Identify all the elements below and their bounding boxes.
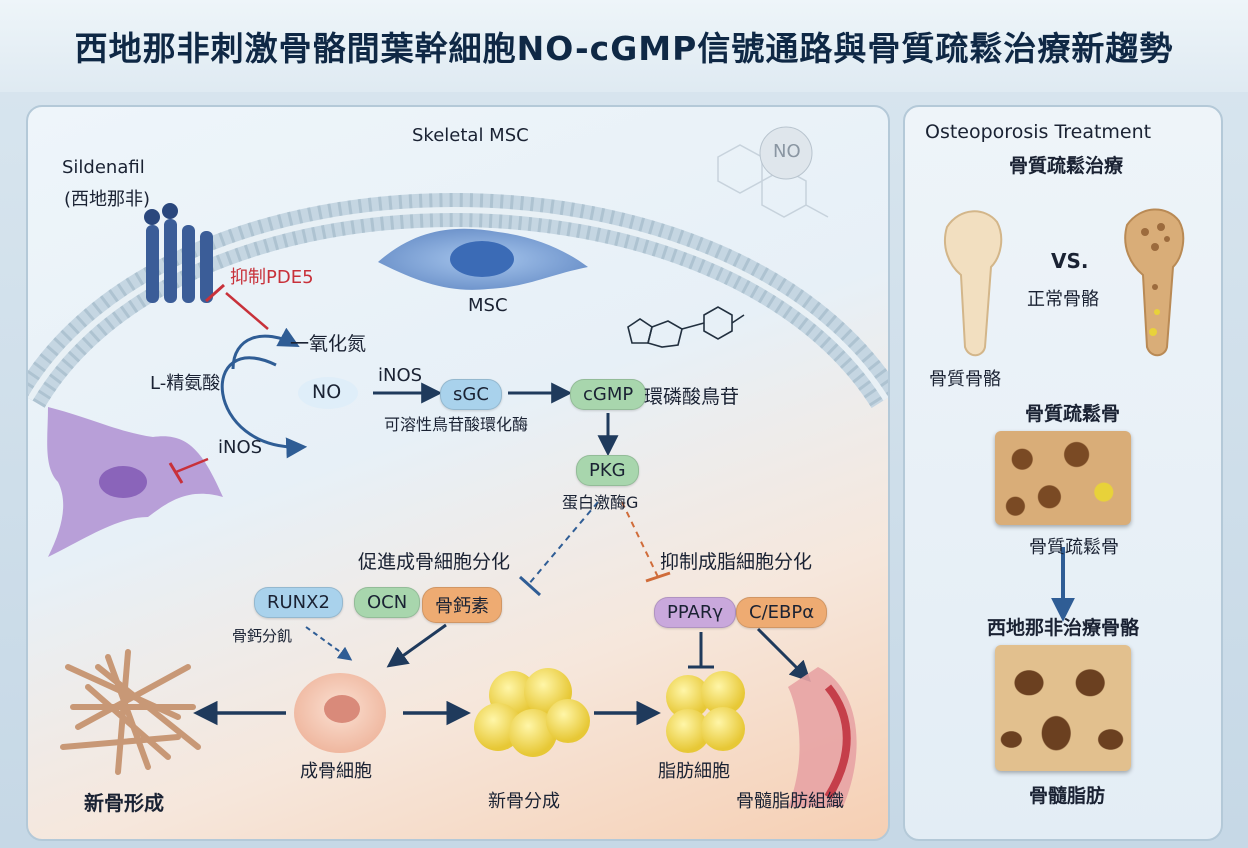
pde5-receptor-icon <box>144 203 213 303</box>
osteoporotic-bone-image <box>995 431 1131 525</box>
runx2-to-osteoblast <box>305 626 353 661</box>
bone-calcium-label: 骨鈣分飢 <box>232 627 293 645</box>
pkg-pill: PKG <box>576 455 639 486</box>
osteoblast-cell-icon <box>294 673 386 753</box>
main-panel: Skeletal MSC NO Sildenafil (西地那非) 抑制PDE5… <box>26 105 890 841</box>
cebp-pill: C/EBPα <box>736 597 828 628</box>
side-panel: Osteoporosis Treatment 骨質疏鬆治療 VS. 正常骨骼 骨… <box>903 105 1223 841</box>
fat-cluster-icon <box>474 668 590 757</box>
no-node-bg <box>298 377 358 409</box>
pkg-to-osteo-dashed <box>527 501 599 586</box>
inos-top-label: iNOS <box>378 365 423 386</box>
pkg-zh-label: 蛋白激酶G <box>562 493 639 512</box>
osteoporotic-bone-label: 骨質疏鬆骨 <box>1025 403 1121 425</box>
adipocyte-icon <box>666 671 745 753</box>
healthy-femur-icon <box>943 210 1003 357</box>
osteocalcin-to-osteoblast <box>386 623 447 668</box>
msc-label: MSC <box>468 295 508 316</box>
osteoblast-label: 成骨細胞 <box>300 761 372 782</box>
pkg-adipo-bar <box>645 571 671 583</box>
purple-cell-icon <box>47 407 224 557</box>
promote-osteo-label: 促進成骨細胞分化 <box>358 551 511 573</box>
pkg-osteo-bar <box>518 575 542 597</box>
runx2-pill: RUNX2 <box>254 587 343 618</box>
no-molecule-icon <box>759 126 813 180</box>
treated-bone-image <box>995 645 1131 771</box>
no-node: NO <box>312 381 342 403</box>
inos-inhibit-bar <box>168 462 184 484</box>
main-diagram-graphics <box>28 126 888 807</box>
no-cycle-arrow-upper <box>231 327 300 370</box>
ocn-pill: OCN <box>354 587 421 618</box>
bone-matrix-label: 骨質骨骼 <box>929 369 1001 390</box>
marrow-vessel-icon <box>788 667 857 807</box>
page-title: 西地那非刺激骨骼間葉幹細胞NO-cGMP信號通路與骨質疏鬆治療新趨勢 <box>74 29 1174 68</box>
no-badge: NO <box>773 141 801 162</box>
cgmp-structure-icon <box>627 306 745 348</box>
l-arginine-label: L-精氨酸 <box>150 373 221 394</box>
no-cycle-arrow-lower <box>220 356 308 459</box>
adipocyte-label: 脂肪細胞 <box>658 761 730 782</box>
normal-bone-label: 正常骨骼 <box>1027 289 1099 310</box>
porous-femur-icon <box>1124 208 1185 357</box>
pde5-inhibit-line <box>225 292 269 330</box>
sgc-pill: sGC <box>440 379 502 410</box>
side-title-en: Osteoporosis Treatment <box>925 121 1152 143</box>
nitric-oxide-label: 一氧化氮 <box>290 333 367 355</box>
inhibit-adipo-label: 抑制成脂細胞分化 <box>660 551 813 573</box>
inos-inhibit-line <box>175 457 209 474</box>
pkg-to-adipo-dashed <box>621 501 659 578</box>
cgmp-pill: cGMP <box>570 379 647 410</box>
osteocalcin-pill: 骨鈣素 <box>422 587 502 623</box>
inhibit-pde5-label: 抑制PDE5 <box>230 267 314 288</box>
marrow-fat-label: 骨髓脂肪 <box>1029 785 1106 807</box>
pde5-inhibit-bar <box>205 283 225 303</box>
osteoporotic-bone-label-2: 骨質疏鬆骨 <box>1029 537 1119 558</box>
vs-label: VS. <box>1051 249 1089 273</box>
sildenafil-zh-label: (西地那非) <box>64 189 151 210</box>
side-title-zh: 骨質疏鬆治療 <box>1009 155 1124 177</box>
marrow-fat-tissue-label: 骨髓脂肪組織 <box>736 791 844 812</box>
msc-cell-icon <box>378 228 588 290</box>
new-bone-formation-label: 新骨形成 <box>84 791 164 815</box>
side-diagram-graphics <box>943 208 1185 622</box>
new-bone-diff-label: 新骨分成 <box>488 791 560 812</box>
cebp-to-marrow <box>756 627 811 682</box>
title-bar: 西地那非刺激骨骼間葉幹細胞NO-cGMP信號通路與骨質疏鬆治療新趨勢 <box>0 0 1248 92</box>
ppar-pill: PPARγ <box>654 597 737 628</box>
sgc-zh-label: 可溶性鳥苷酸環化酶 <box>384 415 529 434</box>
inos-bottom-label: iNOS <box>218 437 263 458</box>
sildenafil-treated-label: 西地那非治療骨骼 <box>987 617 1140 639</box>
new-bone-icon <box>60 649 201 775</box>
sildenafil-label: Sildenafil <box>62 157 145 178</box>
panel-title: Skeletal MSC <box>412 125 529 146</box>
cgmp-zh-label: 環磷酸鳥苷 <box>644 386 740 408</box>
